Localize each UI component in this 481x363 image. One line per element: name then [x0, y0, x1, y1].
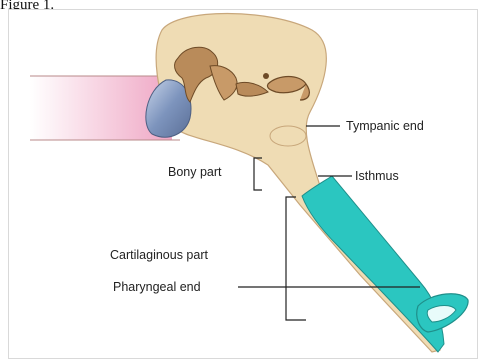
label-pharyngeal-end: Pharyngeal end	[113, 280, 201, 294]
label-tympanic-end: Tympanic end	[346, 119, 424, 133]
label-isthmus: Isthmus	[355, 169, 399, 183]
label-cartilaginous-part: Cartilaginous part	[110, 248, 208, 262]
label-bony-part: Bony part	[168, 165, 222, 179]
